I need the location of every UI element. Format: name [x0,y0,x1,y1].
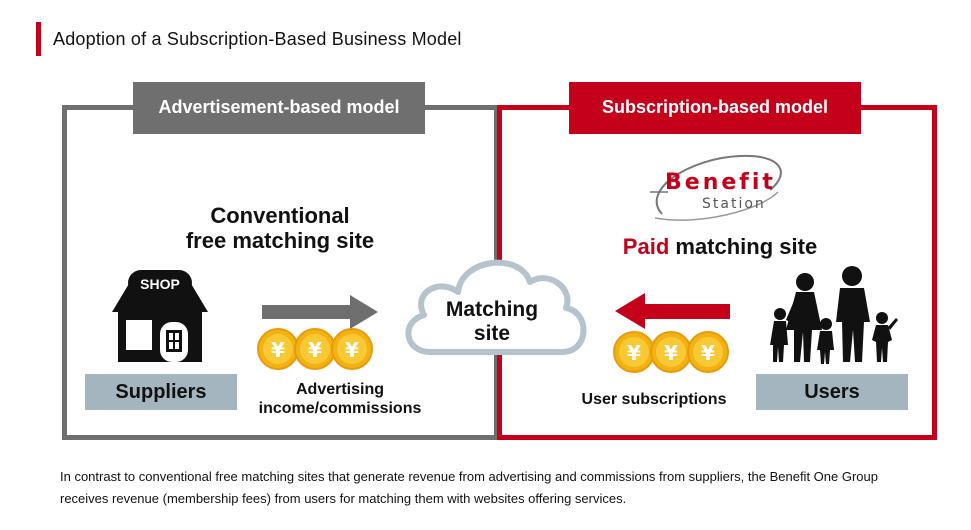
coin-symbol: ¥ [701,341,715,365]
cloud-icon [405,259,587,355]
conventional-site-headline: Conventional free matching site [185,203,375,253]
coin-symbol: ¥ [308,338,322,362]
users-label: Users [756,374,908,410]
page-title: Adoption of a Subscription-Based Busines… [36,22,462,56]
coin-symbol: ¥ [664,341,678,365]
benefit-station-logo [650,154,782,221]
benefit-logo-text: Benefit [665,170,776,195]
family-silhouette-icon [770,266,898,364]
advertising-income-caption: Advertising income/commissions [258,381,422,417]
coin-symbol: ¥ [345,338,359,362]
suppliers-label: Suppliers [85,374,237,410]
user-subscriptions-caption: User subscriptions [581,391,727,408]
paid-headline-rest: matching site [669,234,818,259]
yen-coin-icon: ¥ [257,328,299,370]
station-logo-text: Station [702,196,766,212]
paid-site-headline: Paid matching site [590,234,850,259]
coin-symbol: ¥ [627,341,641,365]
arrow-left-icon [615,293,730,329]
yen-coin-icon: ¥ [331,328,373,370]
shop-sign-text: SHOP [140,276,180,292]
coin-symbol: ¥ [271,338,285,362]
yen-coin-icon: ¥ [650,331,692,373]
arrow-right-icon [262,295,378,329]
paid-word: Paid [622,234,670,259]
yen-coin-icon: ¥ [294,328,336,370]
yen-coin-icon: ¥ [613,331,655,373]
advertisement-model-tab: Advertisement-based model [133,82,425,134]
matching-site-label: Matching site [445,298,539,345]
shop-icon: SHOP [112,270,208,362]
subscription-model-tab: Subscription-based model [569,82,861,134]
yen-coin-icon: ¥ [687,331,729,373]
footnote: In contrast to conventional free matchin… [60,469,878,506]
